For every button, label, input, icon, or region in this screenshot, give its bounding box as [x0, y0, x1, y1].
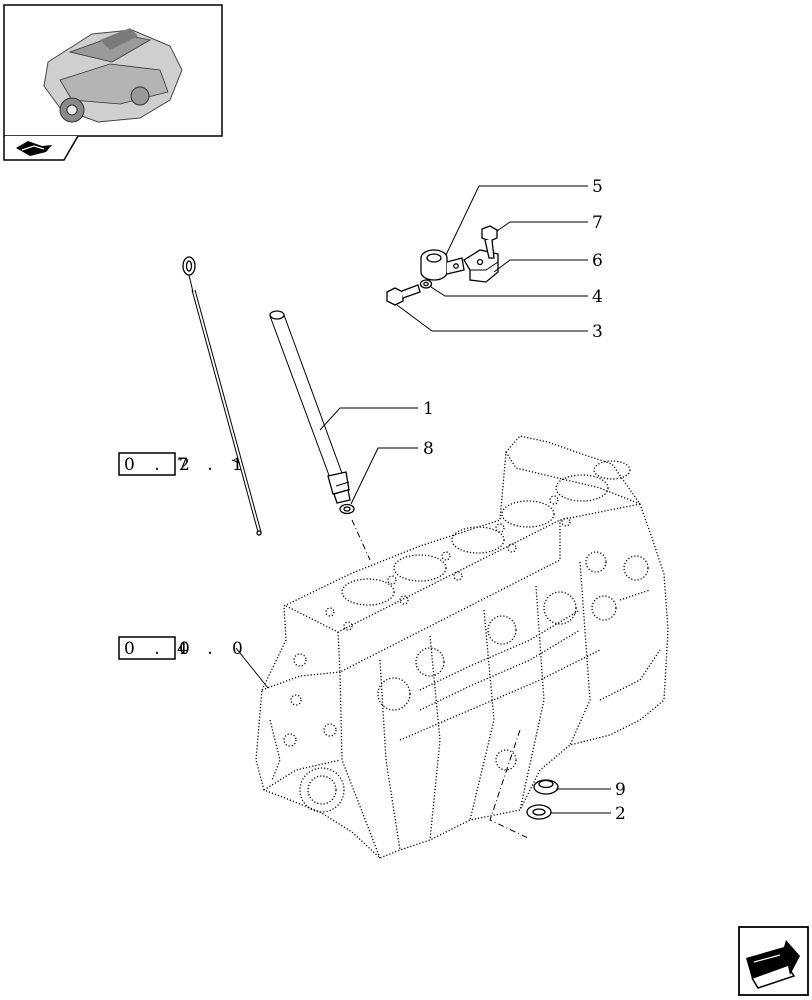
clamp: [420, 249, 465, 281]
callout-1[interactable]: 1: [423, 399, 434, 419]
plug-2: [526, 804, 552, 820]
engine-block: [255, 435, 669, 859]
next-page-button[interactable]: [738, 926, 809, 996]
bolt-3: [386, 284, 421, 306]
plug-9: [533, 779, 559, 795]
callout-2[interactable]: 2: [615, 804, 626, 824]
engine-thumbnail-icon: [43, 28, 183, 123]
callout-4[interactable]: 4: [592, 287, 603, 307]
thumbnail-tab[interactable]: [3, 135, 79, 161]
block-ref-boxed: 0 . 0: [124, 639, 197, 659]
callout-9[interactable]: 9: [615, 780, 626, 800]
hand-pointer-icon: [16, 141, 52, 156]
leader-lines: [231, 185, 611, 814]
washer-4: [419, 279, 433, 289]
arrow-next-icon: [746, 940, 800, 989]
dipstick-reference[interactable]: 0 . 2 7 . 1: [118, 452, 250, 476]
assembly-axis: [351, 519, 371, 561]
callout-8[interactable]: 8: [423, 439, 434, 459]
callout-6[interactable]: 6: [592, 251, 603, 271]
dipstick-ref-rest: 7 . 1: [177, 455, 250, 475]
bolt-7: [481, 225, 498, 259]
block-ref-rest: 4 . 0: [177, 639, 250, 659]
engine-thumbnail[interactable]: [3, 4, 223, 137]
block-reference[interactable]: 0 . 0 4 . 0: [118, 636, 250, 660]
dipstick-tube: [269, 310, 351, 504]
plug-axis: [489, 729, 529, 839]
seal-ring: [339, 503, 355, 515]
dipstick-ref-boxed: 0 . 2: [124, 455, 197, 475]
callout-3[interactable]: 3: [592, 322, 603, 342]
callout-7[interactable]: 7: [592, 213, 603, 233]
callout-5[interactable]: 5: [592, 177, 603, 197]
dipstick: [182, 256, 262, 536]
